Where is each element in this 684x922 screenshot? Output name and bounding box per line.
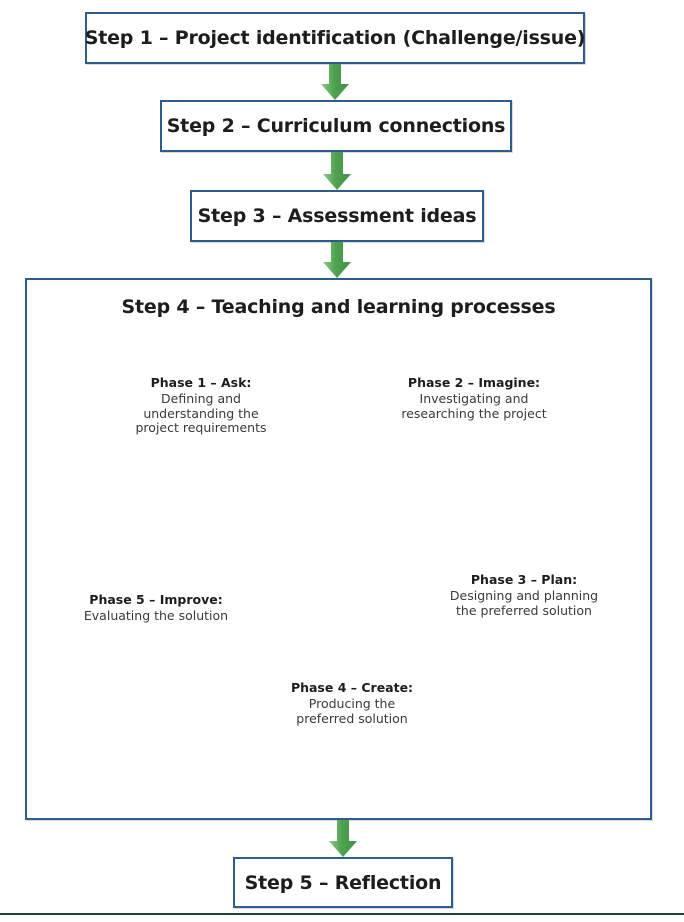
step-5-box[interactable]: Step 5 – Reflection: [233, 857, 453, 908]
phase-4-heading: Phase 4 – Create:: [290, 680, 414, 695]
phase-3-description: Designing and planning the preferred sol…: [449, 587, 599, 618]
step-2-label: Step 2 – Curriculum connections: [166, 115, 506, 137]
phase-4-description: Producing the preferred solution: [296, 695, 408, 726]
phase-1-description: Defining and understanding the project r…: [135, 390, 267, 436]
page-bottom-rule: [0, 913, 684, 915]
phase-3-heading: Phase 3 – Plan:: [470, 572, 578, 587]
step-1-box[interactable]: Step 1 – Project identification (Challen…: [85, 12, 585, 64]
down-arrow-icon-3: [323, 242, 351, 278]
step-1-label: Step 1 – Project identification (Challen…: [84, 27, 586, 49]
phase-1-heading: Phase 1 – Ask:: [150, 375, 252, 390]
phase-5-improve: Phase 5 – Improve: Evaluating the soluti…: [78, 592, 234, 624]
down-arrow-icon-4: [329, 820, 357, 857]
phase-5-heading: Phase 5 – Improve:: [89, 592, 223, 607]
step-4-box[interactable]: Step 4 – Teaching and learning processes: [25, 278, 652, 820]
phase-4-create: Phase 4 – Create: Producing the preferre…: [282, 680, 422, 726]
step-5-label: Step 5 – Reflection: [244, 871, 442, 894]
step-2-box[interactable]: Step 2 – Curriculum connections: [160, 100, 512, 152]
step-3-label: Step 3 – Assessment ideas: [197, 205, 477, 227]
phase-2-heading: Phase 2 – Imagine:: [407, 375, 541, 390]
phase-5-description: Evaluating the solution: [83, 607, 229, 623]
down-arrow-icon-2: [323, 152, 351, 190]
step-4-label: Step 4 – Teaching and learning processes: [121, 296, 556, 318]
phase-2-imagine: Phase 2 – Imagine: Investigating and res…: [398, 375, 550, 421]
step-3-box[interactable]: Step 3 – Assessment ideas: [190, 190, 484, 242]
phase-1-ask: Phase 1 – Ask: Defining and understandin…: [128, 375, 274, 436]
down-arrow-icon-1: [321, 63, 349, 100]
phase-3-plan: Phase 3 – Plan: Designing and planning t…: [444, 572, 604, 618]
phase-2-description: Investigating and researching the projec…: [401, 390, 547, 421]
